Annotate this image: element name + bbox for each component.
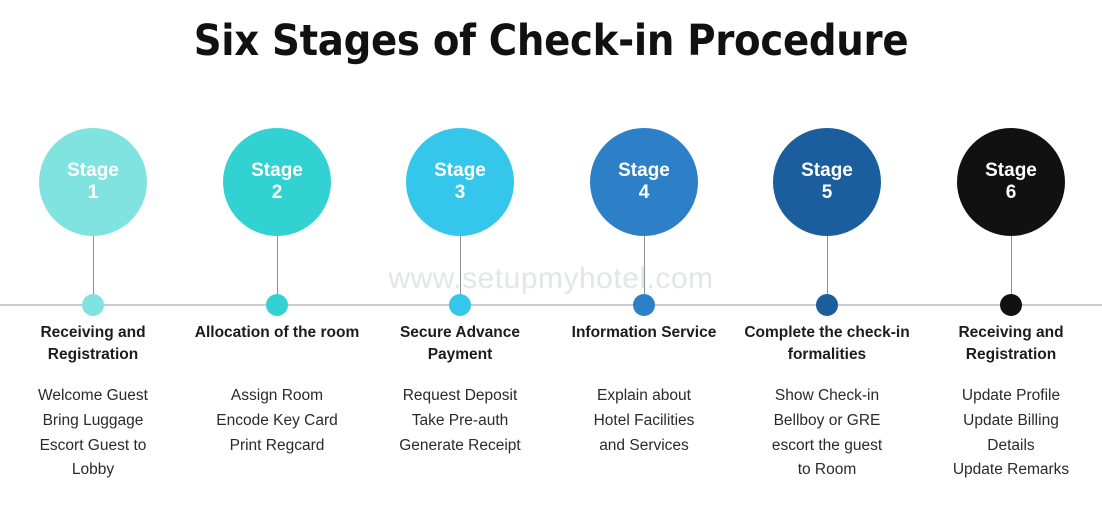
stage-detail-line: Welcome Guest — [38, 387, 148, 404]
stage-detail-line: Update Remarks — [952, 461, 1070, 479]
stage-detail-line: Explain about — [597, 387, 691, 404]
stage-detail-line: Details — [987, 436, 1035, 454]
stage-detail-line: Generate Receipt — [399, 436, 521, 454]
stage-heading: Information Service — [571, 324, 717, 341]
timeline-dot-5[interactable] — [816, 294, 838, 316]
stage-heading: Complete the check-in formalities — [744, 324, 910, 363]
stage-bubble-number: 4 — [638, 182, 650, 203]
stage-detail-line: Show Check-in — [774, 387, 880, 404]
stage-bubble-label: Stage — [434, 159, 486, 181]
stage-connector-line — [643, 236, 645, 300]
page-title: Six Stages of Check-in Procedure — [193, 16, 909, 66]
stage-bubble-label: Stage — [67, 159, 119, 181]
timeline-axis — [0, 304, 1102, 306]
stage-detail-line: Assign Room — [230, 387, 324, 404]
stage-bubble-label: Stage — [801, 159, 853, 181]
stage-detail-line: escort the guest — [771, 436, 883, 454]
stage-bubble-label: Stage — [985, 159, 1037, 181]
stage-detail-line: Request Deposit — [402, 387, 518, 404]
timeline-dot-6[interactable] — [1000, 294, 1022, 316]
stage-heading: Secure Advance Payment — [399, 324, 521, 363]
stage-detail-line: Bring Luggage — [42, 411, 144, 429]
stage-detail-line: Lobby — [71, 461, 115, 479]
stage-connector-line — [276, 236, 278, 300]
timeline-dot-2[interactable] — [266, 294, 288, 316]
stage-detail-line: Update Billing — [963, 411, 1059, 429]
stage-connector-line — [459, 236, 461, 300]
stage-detail-line: Escort Guest to — [39, 436, 147, 454]
stage-detail-line: Bellboy or GRE — [773, 411, 881, 429]
stage-heading: Receiving and Registration — [40, 324, 146, 363]
stage-heading: Receiving and Registration — [958, 324, 1064, 363]
stage-bubble-number: 5 — [821, 182, 833, 203]
timeline-dot-3[interactable] — [449, 294, 471, 316]
stage-detail-line: and Services — [599, 436, 689, 454]
stage-detail-line: Update Profile — [961, 387, 1061, 404]
timeline-dot-1[interactable] — [82, 294, 104, 316]
stage-bubble-label: Stage — [618, 159, 670, 181]
stage-detail-line: to Room — [797, 461, 857, 479]
stage-detail-line: Take Pre-auth — [411, 411, 509, 429]
timeline-dot-4[interactable] — [633, 294, 655, 316]
stage-connector-line — [92, 236, 94, 300]
stage-detail-line: Encode Key Card — [216, 411, 338, 429]
stage-bubble-number: 3 — [454, 182, 466, 203]
stage-connector-line — [826, 236, 828, 300]
stage-detail-line: Hotel Facilities — [593, 411, 695, 429]
stage-connector-line — [1010, 236, 1012, 300]
stage-bubble-label: Stage — [251, 159, 303, 181]
stage-bubble-number: 6 — [1005, 182, 1017, 203]
stage-bubble-number: 2 — [271, 182, 283, 203]
stage-bubble-number: 1 — [87, 182, 99, 203]
stage-detail-line: Print Regcard — [229, 436, 325, 454]
stage-heading: Allocation of the room — [194, 324, 360, 341]
